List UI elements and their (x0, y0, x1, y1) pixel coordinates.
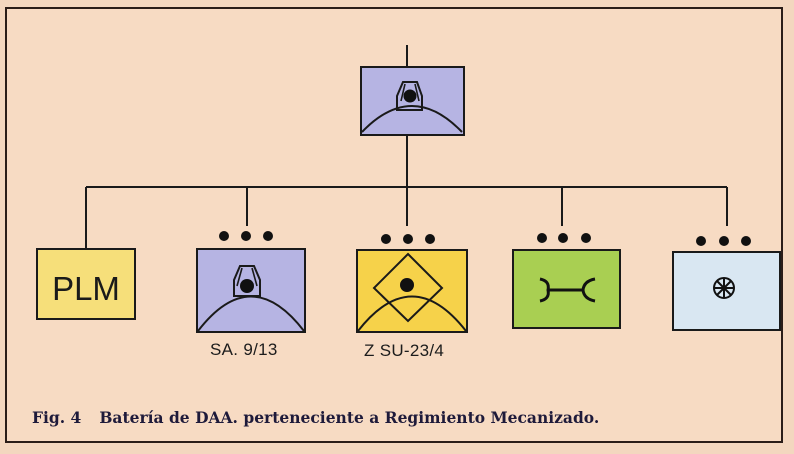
blue-unit (672, 236, 781, 331)
gun-diamond-icon (372, 252, 444, 323)
zsu234-label: Z SU-23/4 (364, 341, 445, 360)
green-unit (512, 233, 621, 329)
wheel-icon (713, 277, 735, 299)
arc (361, 105, 463, 133)
figure-caption: Fig. 4 Batería de DAA. perteneciente a Re… (32, 408, 599, 427)
platoon-dots (219, 231, 273, 241)
caption-text: Batería de DAA. perteneciente a Regimien… (99, 408, 600, 427)
plm-text: PLM (52, 270, 120, 307)
bracket-icon (539, 277, 596, 303)
platoon-dots (696, 236, 751, 246)
radar-icon (233, 265, 261, 297)
sa913-unit (196, 231, 306, 333)
zsu234-unit (356, 234, 468, 333)
plm-unit: PLM (36, 248, 136, 320)
platoon-dots (537, 233, 591, 243)
hq-unit (360, 66, 465, 136)
radar-icon (396, 81, 423, 111)
sa913-label: SA. 9/13 (210, 340, 278, 359)
figure-number: Fig. 4 (32, 408, 82, 427)
platoon-dots (381, 234, 435, 244)
arc (357, 295, 467, 332)
